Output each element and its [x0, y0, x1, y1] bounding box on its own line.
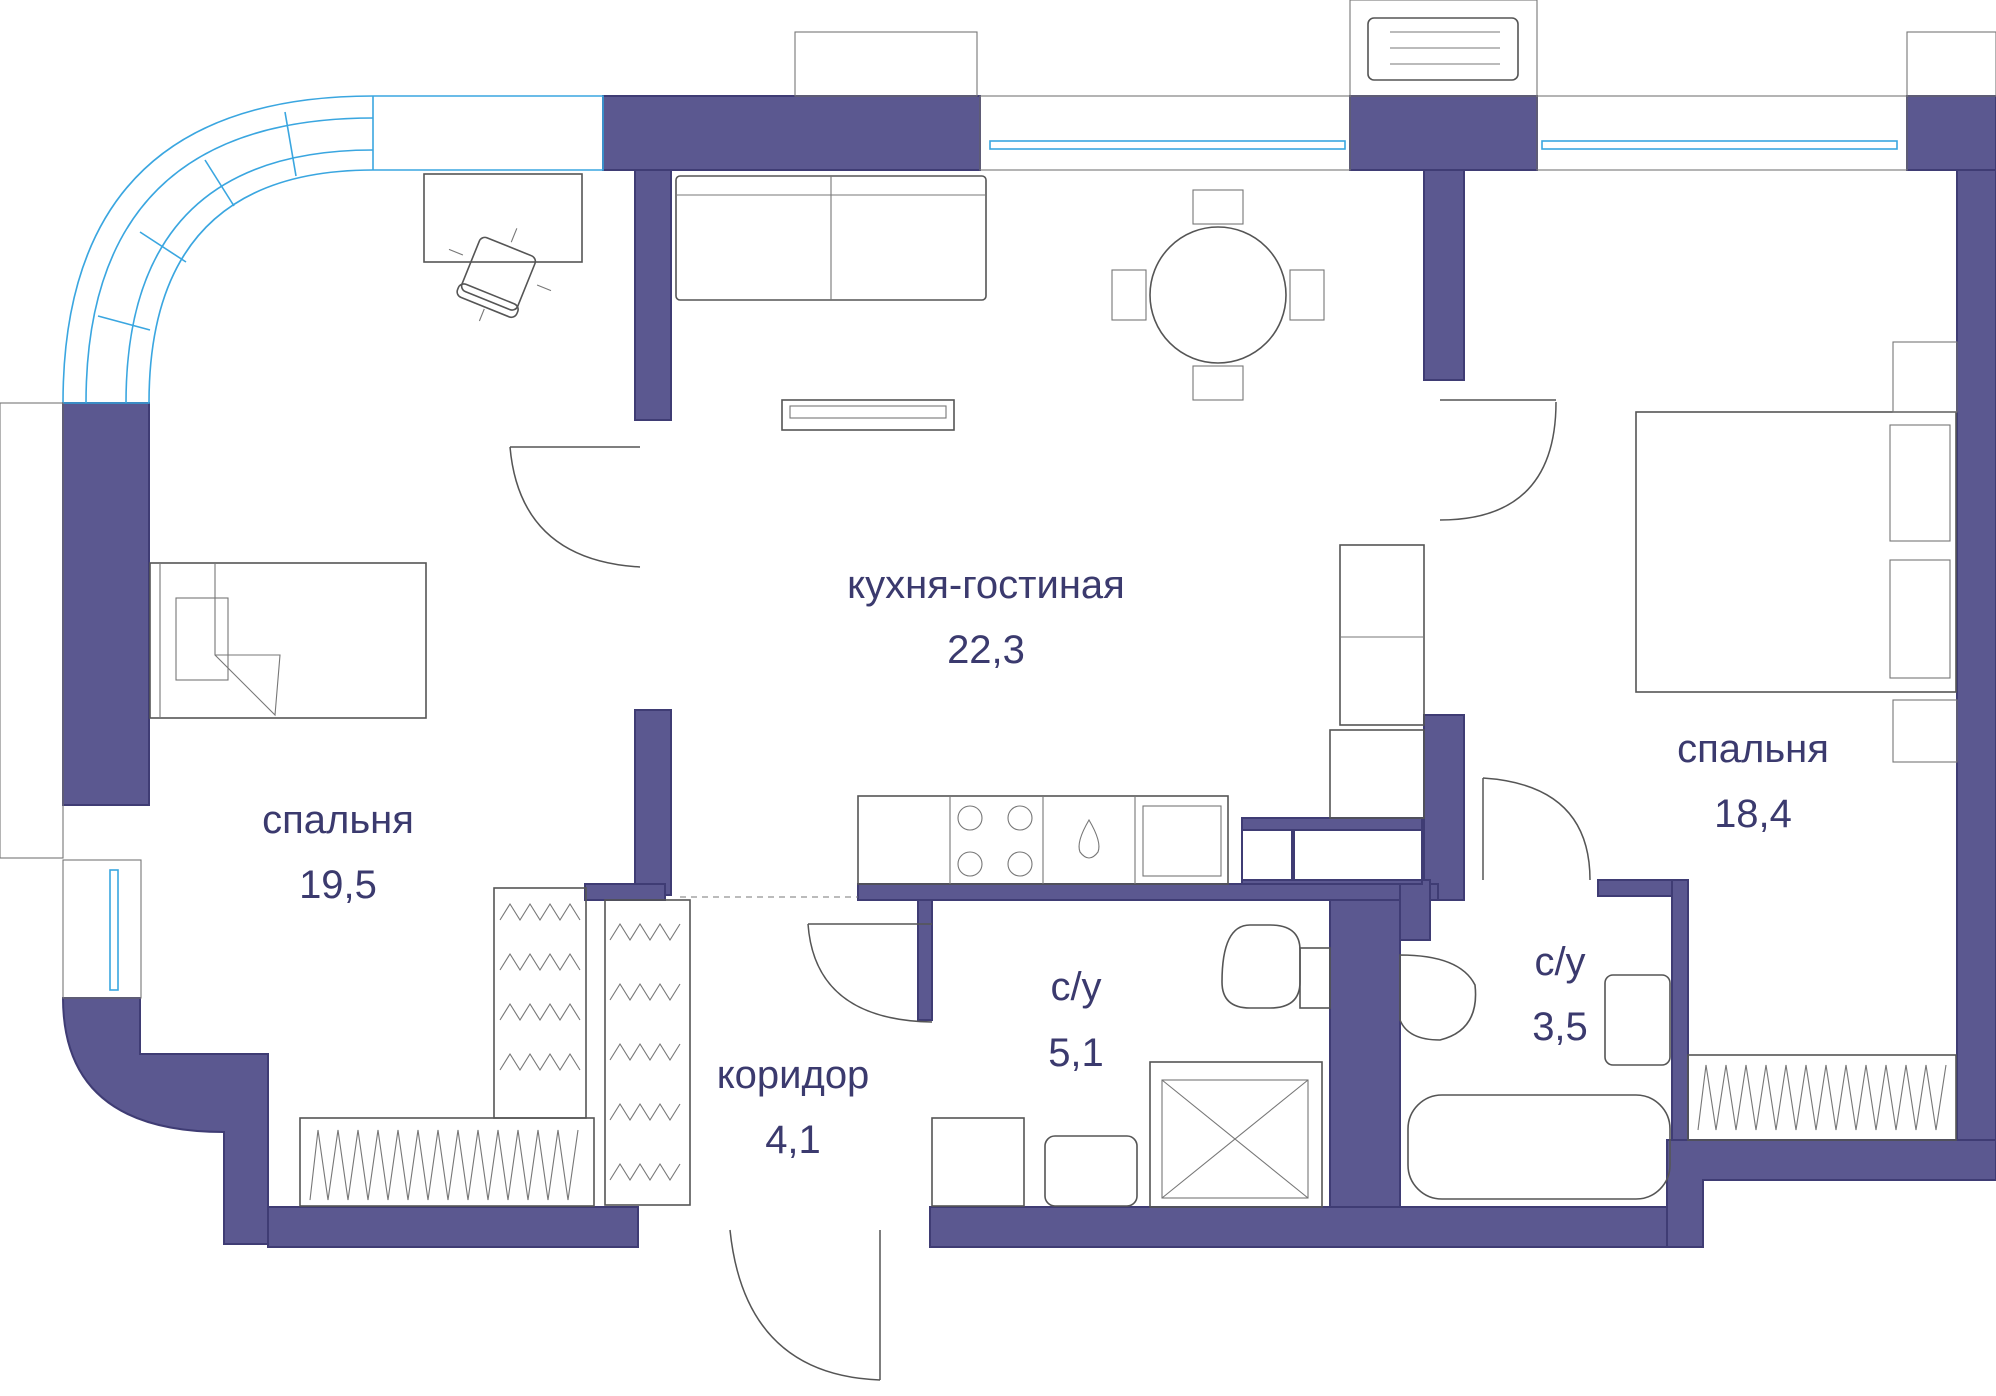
wall-bath-left	[917, 899, 933, 1021]
room-name-bedroom-left: спальня	[262, 798, 414, 842]
wall-kitchen-bottom	[857, 883, 1439, 901]
room-area-bathroom-2: 3,5	[1532, 1005, 1588, 1049]
wall-partition-left-mid	[634, 709, 672, 896]
room-area-bathroom-1: 5,1	[1048, 1031, 1104, 1075]
wall-bottom-right	[929, 1206, 1704, 1248]
wall-top-right	[1906, 95, 1996, 171]
furniture	[149, 17, 1958, 1208]
wall-left	[62, 402, 150, 806]
room-name-bedroom-right: спальня	[1677, 727, 1829, 771]
tv	[781, 399, 955, 431]
bed-left	[149, 562, 427, 719]
room-area-bedroom-right: 18,4	[1714, 792, 1792, 836]
bed-right	[1635, 411, 1957, 693]
room-labels: кухня-гостиная 22,3 спальня 19,5 спальня…	[262, 563, 1829, 1162]
wall-top-left	[602, 95, 981, 171]
room-name-bathroom-1: с/у	[1050, 965, 1101, 1009]
walls	[61, 95, 1996, 1248]
room-name-kitchen-living: кухня-гостиная	[847, 563, 1125, 607]
wall-left-corner	[61, 997, 269, 1245]
doors	[509, 399, 1591, 1381]
wall-right	[1956, 169, 1996, 1141]
office-chair	[448, 228, 552, 322]
desk	[423, 173, 583, 263]
wall-partition-right-upper	[1423, 169, 1465, 381]
room-name-bathroom-2: с/у	[1534, 940, 1585, 984]
dining-table	[1149, 226, 1287, 364]
room-area-corridor: 4,1	[765, 1118, 821, 1162]
wall-closet	[584, 883, 666, 901]
room-area-kitchen-living: 22,3	[947, 628, 1025, 672]
wall-partition-right-lower	[1423, 714, 1465, 901]
windows	[0, 0, 1996, 999]
wall-bottom-right-step	[1666, 1139, 1996, 1248]
wall-top-mid	[1349, 95, 1538, 171]
wall-bath-right-vertical	[1671, 879, 1689, 1141]
wall-bath-mid	[1329, 899, 1401, 1208]
room-name-corridor: коридор	[717, 1053, 870, 1097]
wall-partition-left-upper	[634, 169, 672, 421]
room-area-bedroom-left: 19,5	[299, 863, 377, 907]
wall-bath-right	[1399, 879, 1431, 941]
wall-bottom-left	[267, 1206, 639, 1248]
